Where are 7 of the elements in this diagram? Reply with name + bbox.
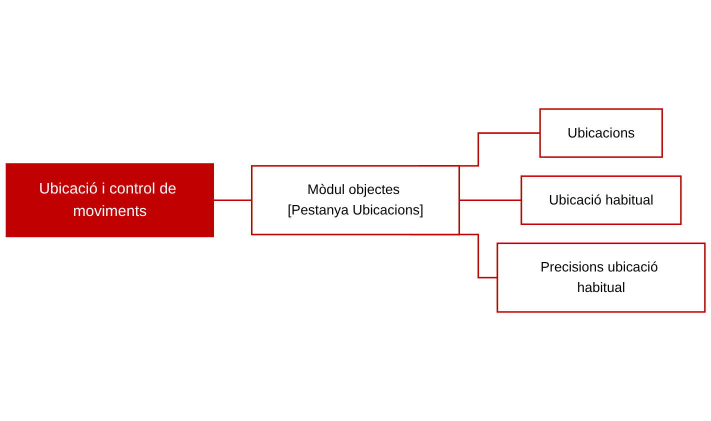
node-box: Ubicacions <box>539 108 663 158</box>
connector <box>214 199 253 201</box>
node-box: Ubicació i control de moviments <box>6 163 214 238</box>
connector <box>459 199 522 201</box>
node-box: Precisions ubicació habitual <box>496 242 706 313</box>
node-box: Ubicació habitual <box>520 175 682 225</box>
node-box: Mòdul objectes [Pestanya Ubicacions] <box>250 165 460 236</box>
